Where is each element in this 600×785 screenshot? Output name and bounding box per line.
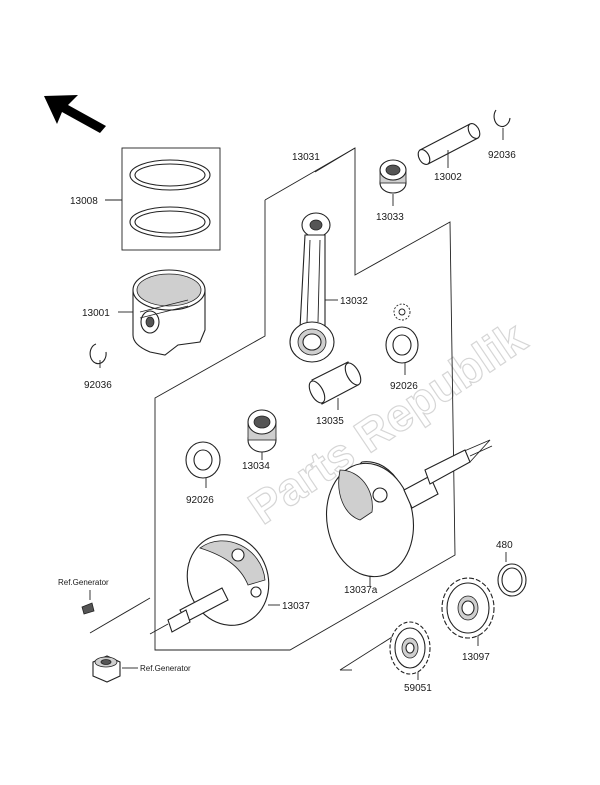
flange-nut-part [92, 655, 138, 683]
retaining-ring-part [497, 552, 527, 597]
label-13002: 13002 [434, 172, 462, 183]
crank-pin-part [308, 361, 362, 410]
assembly-boundary [89, 147, 491, 671]
label-480: 480 [496, 540, 513, 551]
crankshaft-right-half-part [325, 445, 493, 586]
label-13031: 13031 [292, 152, 320, 163]
label-92026-left: 92026 [186, 495, 214, 506]
pump-gear-part [389, 621, 431, 680]
label-13008: 13008 [70, 196, 98, 207]
label-92036-right: 92036 [488, 150, 516, 161]
thrust-washer-right-part [385, 303, 419, 375]
needle-bearing-big-end-part [247, 409, 277, 460]
thrust-washer-left-part [185, 441, 221, 488]
label-13037: 13037 [282, 601, 310, 612]
front-direction-arrow-icon [44, 95, 106, 133]
piston-rings-part [105, 147, 221, 251]
circlip-right-part [493, 109, 511, 140]
label-59051: 59051 [404, 683, 432, 694]
woodruff-key-part [81, 590, 95, 615]
label-92036-left: 92036 [84, 380, 112, 391]
circlip-left-part [89, 343, 107, 368]
label-13032: 13032 [340, 296, 368, 307]
piston-pin-part [417, 123, 481, 168]
label-13035: 13035 [316, 416, 344, 427]
primary-gear-part [441, 577, 495, 646]
label-13033: 13033 [376, 212, 404, 223]
label-13097: 13097 [462, 652, 490, 663]
connecting-rod-part [289, 212, 338, 363]
label-13034: 13034 [242, 461, 270, 472]
piston-part [118, 269, 206, 356]
ref-generator-bottom-label: Ref.Generator [140, 664, 191, 673]
ref-generator-top-label: Ref.Generator [58, 578, 109, 587]
needle-bearing-small-end-part [379, 159, 407, 206]
label-13037a: 13037a [344, 585, 378, 596]
label-92026-right: 92026 [390, 381, 418, 392]
label-13001: 13001 [82, 308, 110, 319]
crankshaft-left-half-part [149, 534, 280, 635]
